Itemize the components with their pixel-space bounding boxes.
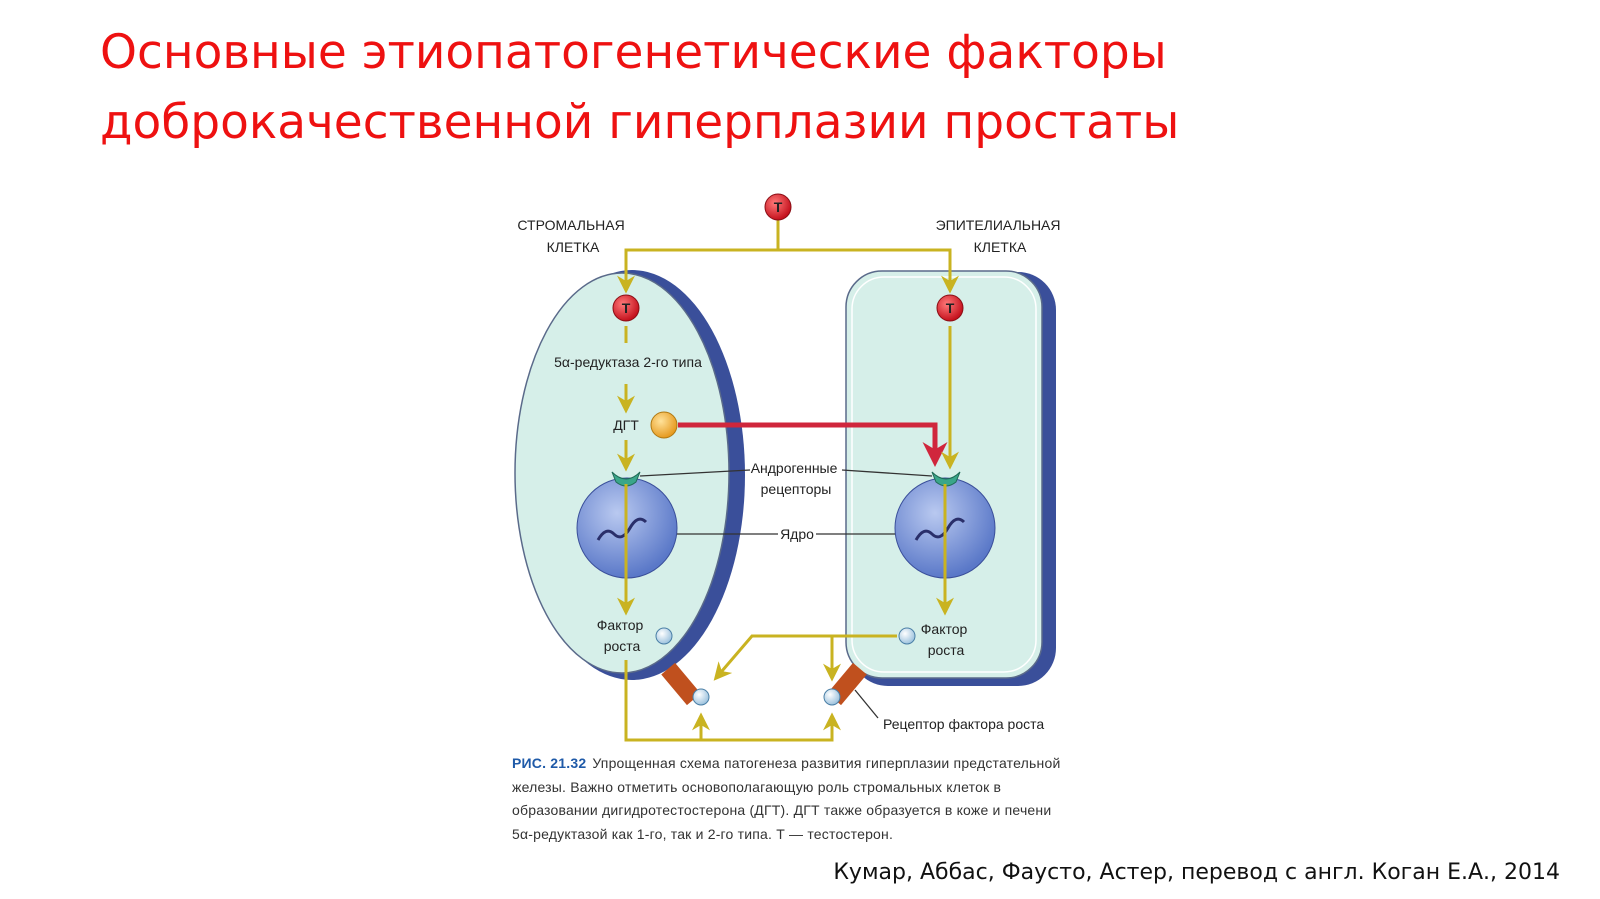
epithelial-dna [914, 517, 966, 541]
growth-factor-left-line1: Фактор [597, 617, 644, 633]
gf-bound-ball-left [692, 688, 710, 706]
stromal-cell [514, 272, 730, 674]
epithelial-cell-label-line2: КЛЕТКА [974, 239, 1027, 255]
testosterone-symbol-stromal: Т [622, 300, 631, 316]
title-line-1: Основные этиопатогенетические факторы [100, 25, 1167, 80]
figure-number: РИС. 21.32 [512, 755, 587, 771]
stromal-cell-label-line1: СТРОМАЛЬНАЯ [517, 217, 624, 233]
label-leaders [639, 469, 933, 719]
dht-label: ДГТ [613, 417, 639, 433]
stromal-androgen-receptor [611, 471, 641, 487]
stromal-gf-receptor [661, 662, 701, 706]
source-citation: Кумар, Аббас, Фаусто, Астер, перевод с а… [833, 860, 1560, 885]
slide-title: Основные этиопатогенетические факторы до… [100, 18, 1400, 158]
epithelial-cell-label: ЭПИТЕЛИАЛЬНАЯ КЛЕТКА [936, 217, 1065, 255]
epithelial-androgen-receptor [931, 471, 961, 487]
testosterone-ball-stromal [612, 294, 640, 322]
gf-bound-ball-right [823, 688, 841, 706]
androgen-receptors-label: Андрогенные рецепторы [751, 460, 842, 497]
growth-factor-ball-right [898, 627, 916, 645]
nucleus-label: Ядро [780, 526, 814, 542]
growth-factor-receptor-label: Рецептор фактора роста [883, 716, 1044, 732]
androgen-receptors-label-line2: рецепторы [761, 481, 832, 497]
epithelial-cell [845, 270, 1043, 679]
stromal-cell-label: СТРОМАЛЬНАЯ КЛЕТКА [517, 217, 628, 255]
growth-factor-left-label: Фактор роста [597, 617, 647, 654]
paracrine-loops [624, 634, 897, 742]
dht-transfer-arrow [678, 422, 948, 467]
title-line-2: доброкачественной гиперплазии простаты [100, 95, 1180, 150]
testosterone-distribution [617, 220, 959, 294]
stromal-cell-label-line2: КЛЕТКА [547, 239, 600, 255]
growth-factor-right-label: Фактор роста [921, 621, 971, 658]
growth-factor-left-line2: роста [604, 638, 641, 654]
growth-factor-ball-left [655, 627, 673, 645]
growth-factor-right-line1: Фактор [921, 621, 968, 637]
androgen-receptors-label-line1: Андрогенные [751, 460, 838, 476]
growth-factor-right-line2: роста [928, 642, 965, 658]
dht-ball [650, 411, 678, 439]
testosterone-ball-epithelial [936, 294, 964, 322]
reductase-label: 5α-редуктаза 2-го типа [554, 354, 702, 370]
testosterone-symbol-top: Т [774, 199, 783, 215]
epithelial-cell-label-line1: ЭПИТЕЛИАЛЬНАЯ [936, 217, 1061, 233]
testosterone-ball-top [764, 193, 792, 221]
figure-caption-text: Упрощенная схема патогенеза развития гип… [512, 755, 1061, 842]
testosterone-symbol-epithelial: Т [946, 300, 955, 316]
stromal-dna [596, 517, 648, 541]
